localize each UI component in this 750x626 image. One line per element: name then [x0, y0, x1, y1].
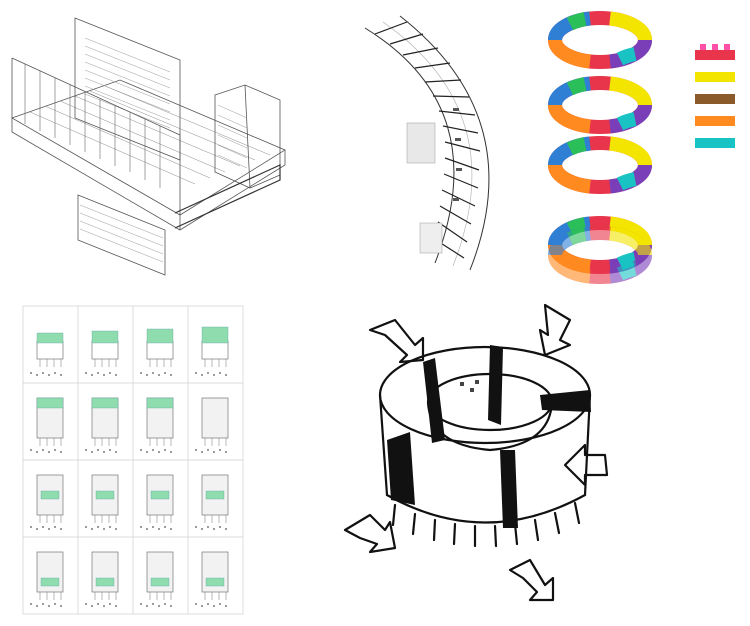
arcplan-svg — [364, 15, 490, 271]
assembly-step-cell — [30, 397, 64, 453]
hand-sketch-ring-arrows — [335, 300, 635, 615]
ring-3 — [555, 143, 645, 187]
assembly-step-cell — [30, 332, 64, 376]
segment-strips — [695, 44, 735, 148]
ring-4 — [555, 223, 645, 277]
assembly-step-cell — [195, 551, 229, 607]
assembly-step-cell — [30, 474, 64, 530]
rings-svg — [540, 0, 735, 300]
assembly-step-cell — [195, 474, 229, 530]
assembly-step-cell — [85, 474, 119, 530]
assembly-step-cell — [30, 551, 64, 607]
ring-2 — [555, 83, 645, 127]
sketch-svg — [343, 303, 609, 602]
curved-floor-plan — [345, 8, 515, 273]
assembly-step-cell — [140, 328, 174, 376]
isometric-balcony-drawing — [0, 0, 300, 290]
balcony-svg — [11, 17, 286, 276]
colored-ring-diagrams — [540, 0, 750, 300]
assembly-step-cell — [85, 397, 119, 453]
assembly-step-cell — [195, 326, 229, 376]
assembly-step-cell — [85, 330, 119, 376]
assembly-step-cell — [85, 551, 119, 607]
grid-svg — [22, 305, 244, 615]
assembly-step-cell — [140, 551, 174, 607]
stepwise-assembly-grid — [22, 305, 244, 615]
ring-1 — [555, 18, 645, 62]
assembly-step-cell — [140, 474, 174, 530]
assembly-step-cell — [140, 397, 174, 453]
assembly-step-cell — [195, 397, 229, 453]
